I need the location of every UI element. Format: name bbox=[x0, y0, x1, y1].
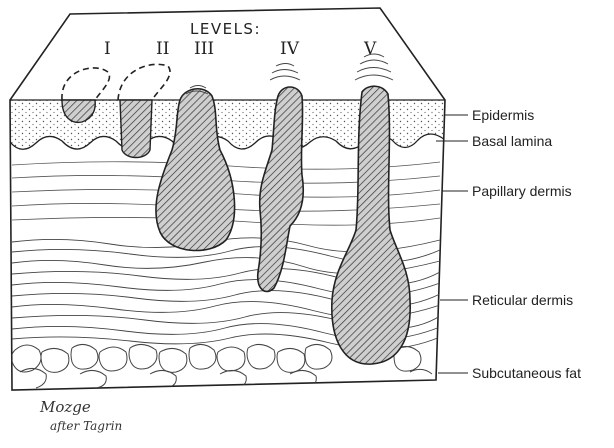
level-label-1: I bbox=[104, 39, 111, 59]
level-label-5: V bbox=[363, 39, 377, 59]
layer-labels: Epidermis Basal lamina Papillary dermis … bbox=[436, 107, 581, 381]
level-label-3: III bbox=[194, 39, 214, 59]
level-label-4: IV bbox=[280, 39, 300, 59]
label-epidermis: Epidermis bbox=[472, 107, 534, 123]
level-numerals: I II III IV V bbox=[104, 39, 377, 59]
label-basal-lamina: Basal lamina bbox=[472, 133, 552, 149]
signature-line-2: after Tagrin bbox=[50, 419, 122, 433]
levels-title: LEVELS: bbox=[190, 20, 261, 38]
signature-line-1: Mozge bbox=[39, 398, 91, 416]
artist-signature: Mozge after Tagrin bbox=[39, 398, 122, 433]
label-reticular-dermis: Reticular dermis bbox=[472, 292, 573, 308]
label-subcutaneous-fat: Subcutaneous fat bbox=[472, 365, 581, 381]
label-papillary-dermis: Papillary dermis bbox=[472, 183, 572, 199]
level-label-2: II bbox=[156, 39, 169, 59]
